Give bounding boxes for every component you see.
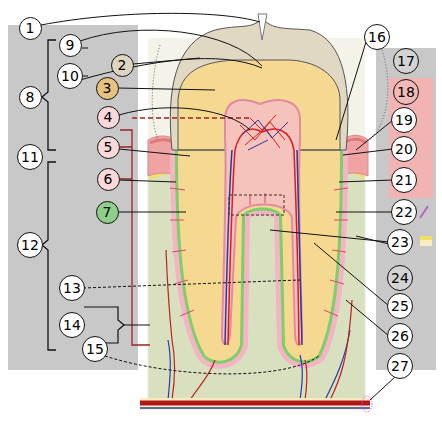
callout-number: 12 [21,238,39,252]
callout-number: 21 [395,173,413,187]
callout-number: 6 [104,172,113,186]
callout-circle: 18 [393,79,419,105]
callout-circle: 13 [59,275,85,301]
callout-number: 27 [391,359,409,373]
callout-circle: 26 [387,323,413,349]
callout-circle: 9 [59,34,82,57]
callout-number: 9 [66,38,75,52]
callout-circle: 21 [391,167,417,193]
callout-number: 22 [395,205,413,219]
gum-panel [389,78,433,198]
callout-circle: 24 [387,265,413,291]
callout-circle: 17 [393,48,419,74]
bone-swatch [420,236,432,240]
callout-circle: 6 [97,168,120,191]
callout-number: 11 [21,150,39,164]
callout-number: 26 [391,329,409,343]
callout-number: 20 [395,142,413,156]
callout-number: 13 [63,281,81,295]
callout-number: 17 [397,54,415,68]
callout-circle: 27 [387,353,413,379]
callout-circle: 22 [391,199,417,225]
callout-circle: 11 [17,144,43,170]
callout-circle: 14 [59,312,85,338]
dentin [178,60,340,361]
callout-circle: 7 [96,201,119,224]
callout-number: 1 [26,21,35,35]
right-panel [376,48,436,370]
callout-number: 10 [61,69,79,83]
pulp [222,100,302,345]
callout-circle: 12 [17,232,43,258]
callout-number: 16 [368,30,386,44]
callout-number: 8 [26,90,35,104]
callout-circle: 2 [111,54,134,77]
ligament-swatch [420,206,428,218]
callout-number: 4 [104,110,113,124]
callout-number: 18 [397,85,415,99]
callout-number: 3 [103,81,112,95]
callout-circle: 4 [97,106,120,129]
callout-number: 25 [391,299,409,313]
callout-circle: 3 [96,77,119,100]
callout-number: 5 [104,140,113,154]
callout-circle: 8 [19,86,42,109]
callout-circle: 16 [364,24,390,50]
callout-number: 2 [118,58,127,72]
callout-circle: 1 [19,17,42,40]
callout-circle: 15 [82,336,108,362]
callout-number: 19 [395,113,413,127]
left-panel [8,25,138,370]
callout-circle: 20 [391,136,417,162]
callout-circle: 23 [387,229,413,255]
callout-number: 24 [391,271,409,285]
callout-circle: 10 [57,63,83,89]
callout-number: 7 [103,205,112,219]
callout-number: 23 [391,235,409,249]
callout-circle: 19 [391,107,417,133]
bone-swatch [420,240,432,246]
callout-circle: 5 [97,136,120,159]
callout-number: 14 [63,318,81,332]
callout-number: 15 [86,342,104,356]
callout-circle: 25 [387,293,413,319]
